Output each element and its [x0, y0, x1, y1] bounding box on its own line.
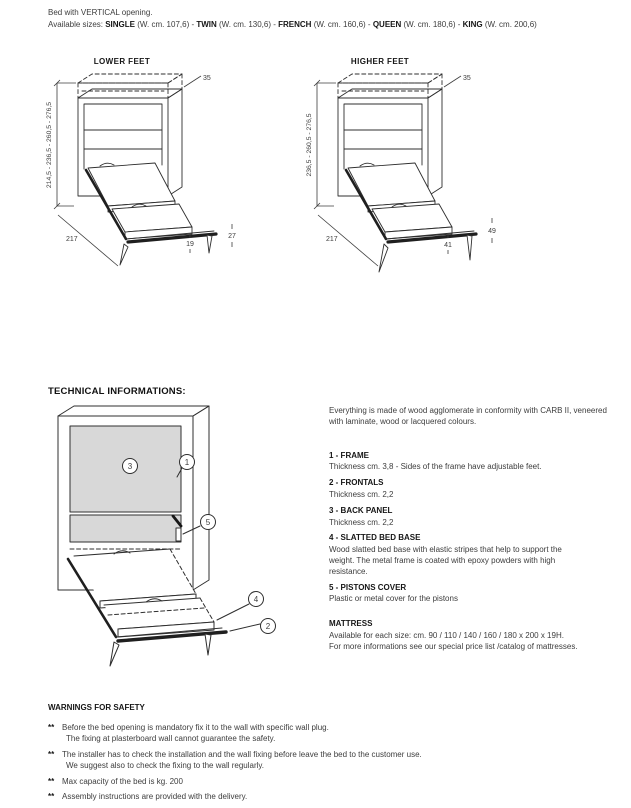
warnings-section: WARNINGS FOR SAFETY ** Before the bed ope… — [48, 702, 596, 807]
size-name: KING — [462, 19, 483, 29]
technical-text-column: Everything is made of wood agglomerate i… — [329, 406, 613, 658]
callout-leaders — [176, 467, 261, 632]
dimension-lines — [313, 75, 493, 267]
spec-item-desc-line: Thickness cm. 2,2 — [329, 517, 394, 527]
higher-feet-diagram: 236,5 - 260,5 - 276,5 35 217 41 49 — [306, 73, 496, 273]
size-text: (W. cm. 200,6) — [482, 19, 537, 29]
spec-item-desc-line: Thickness cm. 3,8 - Sides of the frame h… — [329, 462, 542, 472]
warning-marker: ** — [48, 749, 55, 759]
spec-item: 3 - BACK PANEL Thickness cm. 2,2 — [329, 506, 613, 529]
warning-line: ** Before the bed opening is mandatory fi… — [48, 722, 596, 734]
warning-item: ** Max capacity of the bed is kg. 200 — [48, 776, 596, 788]
spec-item-desc-line: Wood slatted bed base with elastic strip… — [329, 545, 562, 555]
warning-text: Max capacity of the bed is kg. 200 — [62, 776, 183, 786]
spec-item: 5 - PISTONS COVER Plastic or metal cover … — [329, 583, 613, 606]
warning-text: The fixing at plasterboard wall cannot g… — [66, 734, 276, 743]
warning-marker: ** — [48, 722, 55, 732]
warning-text: Assembly instructions are provided with … — [62, 792, 248, 801]
warning-text: We suggest also to check the fixing to t… — [66, 761, 265, 770]
open-bed-drawing — [66, 548, 228, 667]
spec-item-title: 4 - SLATTED BED BASE — [329, 533, 421, 543]
intro-line-sizes: Available sizes: SINGLE (W. cm. 107,6) -… — [48, 19, 537, 31]
spec-item-desc-line: For more informations see our special pr… — [329, 641, 578, 651]
callout-number-frontals: 2 — [266, 622, 271, 631]
warning-line: We suggest also to check the fixing to t… — [66, 760, 596, 772]
piston — [171, 514, 183, 528]
size-text: (W. cm. 107,6) - — [135, 19, 197, 29]
foot-height-label: 41 — [444, 242, 452, 249]
spec-item-desc-line: Thickness cm. 2,2 — [329, 489, 394, 499]
warning-marker: ** — [48, 776, 55, 786]
height-extension-dashed-box — [337, 73, 443, 99]
size-text: Available sizes: — [48, 19, 106, 29]
warning-item: ** Assembly instructions are provided wit… — [48, 791, 596, 803]
warning-text: The installer has to check the installat… — [62, 749, 422, 759]
warning-line: ** The installer has to check the install… — [48, 749, 596, 761]
open-depth-label: 217 — [326, 236, 338, 243]
spec-item-title: 2 - FRONTALS — [329, 478, 384, 488]
warning-marker: ** — [48, 792, 55, 801]
spec-item-desc-line: resistance. — [329, 566, 368, 576]
intro-block: Bed with VERTICAL opening. Available siz… — [48, 7, 537, 30]
height-range-label: 214,5 - 236,5 - 260,5 - 276,5 — [46, 102, 53, 188]
top-depth-label: 35 — [463, 75, 471, 82]
spec-list: 1 - FRAME Thickness cm. 3,8 - Sides of th… — [329, 451, 613, 653]
top-depth-label: 35 — [203, 75, 211, 82]
height-extension-dashed-box — [77, 73, 183, 99]
warning-item: ** Before the bed opening is mandatory fi… — [48, 722, 596, 745]
open-bed-drawing — [84, 162, 218, 266]
base-height-label: 49 — [488, 228, 496, 235]
warning-text: Before the bed opening is mandatory fix … — [62, 722, 329, 732]
base-height-label: 27 — [228, 233, 236, 240]
technical-callout-diagram: 1 3 5 4 2 — [57, 405, 276, 667]
callout-number-frame: 1 — [185, 458, 190, 467]
callout-number-slatted-bed-base: 4 — [254, 595, 259, 604]
spec-item-desc-line: weight. The metal frame is coated with e… — [329, 555, 556, 565]
callout-circles — [122, 454, 276, 634]
spec-item: 4 - SLATTED BED BASE Wood slatted bed bas… — [329, 533, 613, 577]
size-text: (W. cm. 130,6) - — [216, 19, 279, 29]
warnings-list: ** Before the bed opening is mandatory fi… — [48, 722, 596, 803]
size-name: TWIN — [196, 19, 217, 29]
spec-item: 1 - FRAME Thickness cm. 3,8 - Sides of th… — [329, 451, 613, 474]
spec-item-title: 3 - BACK PANEL — [329, 505, 393, 515]
size-name: SINGLE — [105, 19, 135, 29]
spec-item-title: 1 - FRAME — [329, 450, 369, 460]
lower-feet-diagram: 214,5 - 236,5 - 260,5 - 276,5 35 217 19 … — [46, 73, 236, 267]
size-text: (W. cm. 160,6) - — [311, 19, 373, 29]
material-description: Everything is made of wood agglomerate i… — [329, 406, 607, 426]
technical-informations-heading: TECHNICAL INFORMATIONS: — [48, 386, 186, 397]
size-name: FRENCH — [278, 19, 312, 29]
warning-line: The fixing at plasterboard wall cannot g… — [66, 733, 596, 745]
open-bed-drawing — [344, 162, 478, 273]
open-depth-label: 217 — [66, 236, 78, 243]
intro-line-opening: Bed with VERTICAL opening. — [48, 8, 153, 17]
spec-item-desc-line: Plastic or metal cover for the pistons — [329, 594, 458, 604]
higher-feet-title: HIGHER FEET — [350, 57, 410, 66]
lower-feet-title: LOWER FEET — [93, 57, 151, 66]
spec-item-desc-line: Available for each size: cm. 90 / 110 / … — [329, 630, 564, 640]
callout-number-back-panel: 3 — [128, 462, 133, 471]
warning-item: ** The installer has to check the install… — [48, 749, 596, 772]
dimension-lines — [53, 75, 233, 267]
warnings-heading: WARNINGS FOR SAFETY — [48, 703, 145, 712]
height-range-label: 236,5 - 260,5 - 276,5 — [306, 113, 313, 176]
size-text: (W. cm. 180,6) - — [401, 19, 463, 29]
spec-item-title: MATTRESS — [329, 619, 373, 629]
callout-number-pistons-cover: 5 — [206, 518, 211, 527]
spec-item-title: 5 - PISTONS COVER — [329, 582, 407, 592]
warning-line: ** Max capacity of the bed is kg. 200 — [48, 776, 596, 788]
warning-line: ** Assembly instructions are provided wit… — [48, 791, 596, 803]
size-name: QUEEN — [372, 19, 402, 29]
foot-height-label: 19 — [186, 241, 194, 248]
